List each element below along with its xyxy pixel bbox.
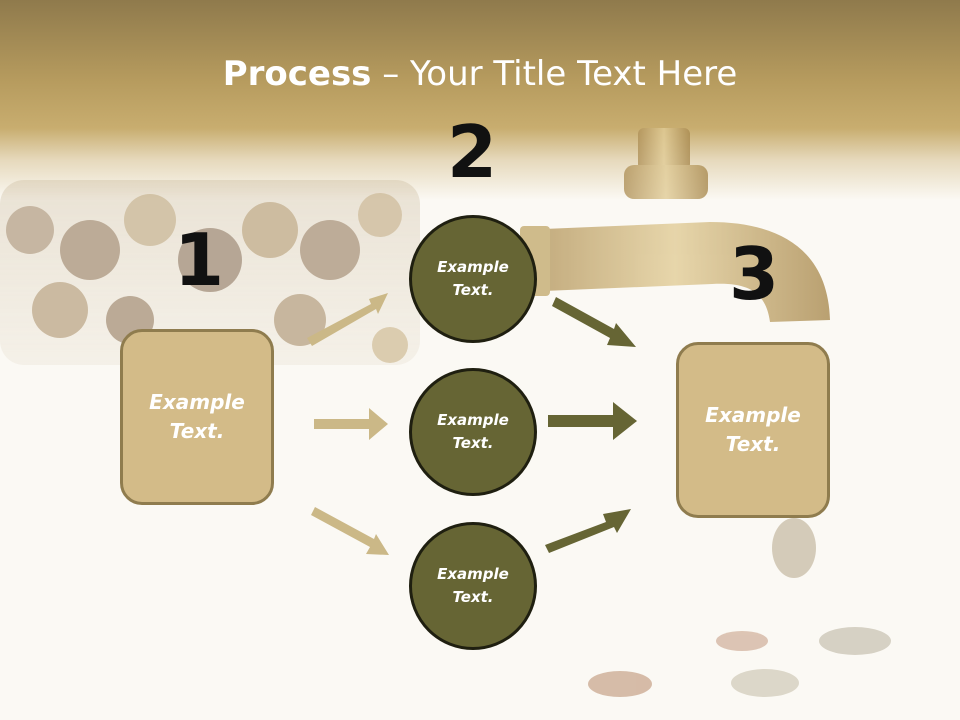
step-2-circle-bottom: Example Text.	[409, 522, 537, 650]
step-3-text: Example Text.	[705, 403, 801, 456]
arrow-light-right-icon	[314, 408, 388, 440]
title-rest: – Your Title Text Here	[371, 54, 738, 94]
arrow-dark-down-icon	[552, 297, 636, 347]
title-bold: Process	[222, 54, 372, 94]
slide-title: Process – Your Title Text Here	[0, 52, 960, 96]
step-2-text-middle: Example Text.	[437, 411, 509, 452]
arrow-light-up-icon	[307, 293, 388, 346]
arrow-light-down-icon	[311, 507, 389, 555]
step-2-text-bottom: Example Text.	[437, 565, 509, 606]
step-1-text: Example Text.	[149, 390, 245, 443]
step-1-number: 1	[173, 218, 225, 302]
arrow-dark-right-icon	[548, 402, 637, 440]
step-2-circle-top: Example Text.	[409, 215, 537, 343]
step-1-box: Example Text.	[120, 329, 274, 505]
title-banner	[0, 0, 960, 200]
step-2-text-top: Example Text.	[437, 258, 509, 299]
step-3-number: 3	[728, 232, 780, 316]
step-2-number: 2	[446, 110, 498, 194]
arrow-dark-up-icon	[545, 509, 631, 553]
step-2-circle-middle: Example Text.	[409, 368, 537, 496]
step-3-box: Example Text.	[676, 342, 830, 518]
